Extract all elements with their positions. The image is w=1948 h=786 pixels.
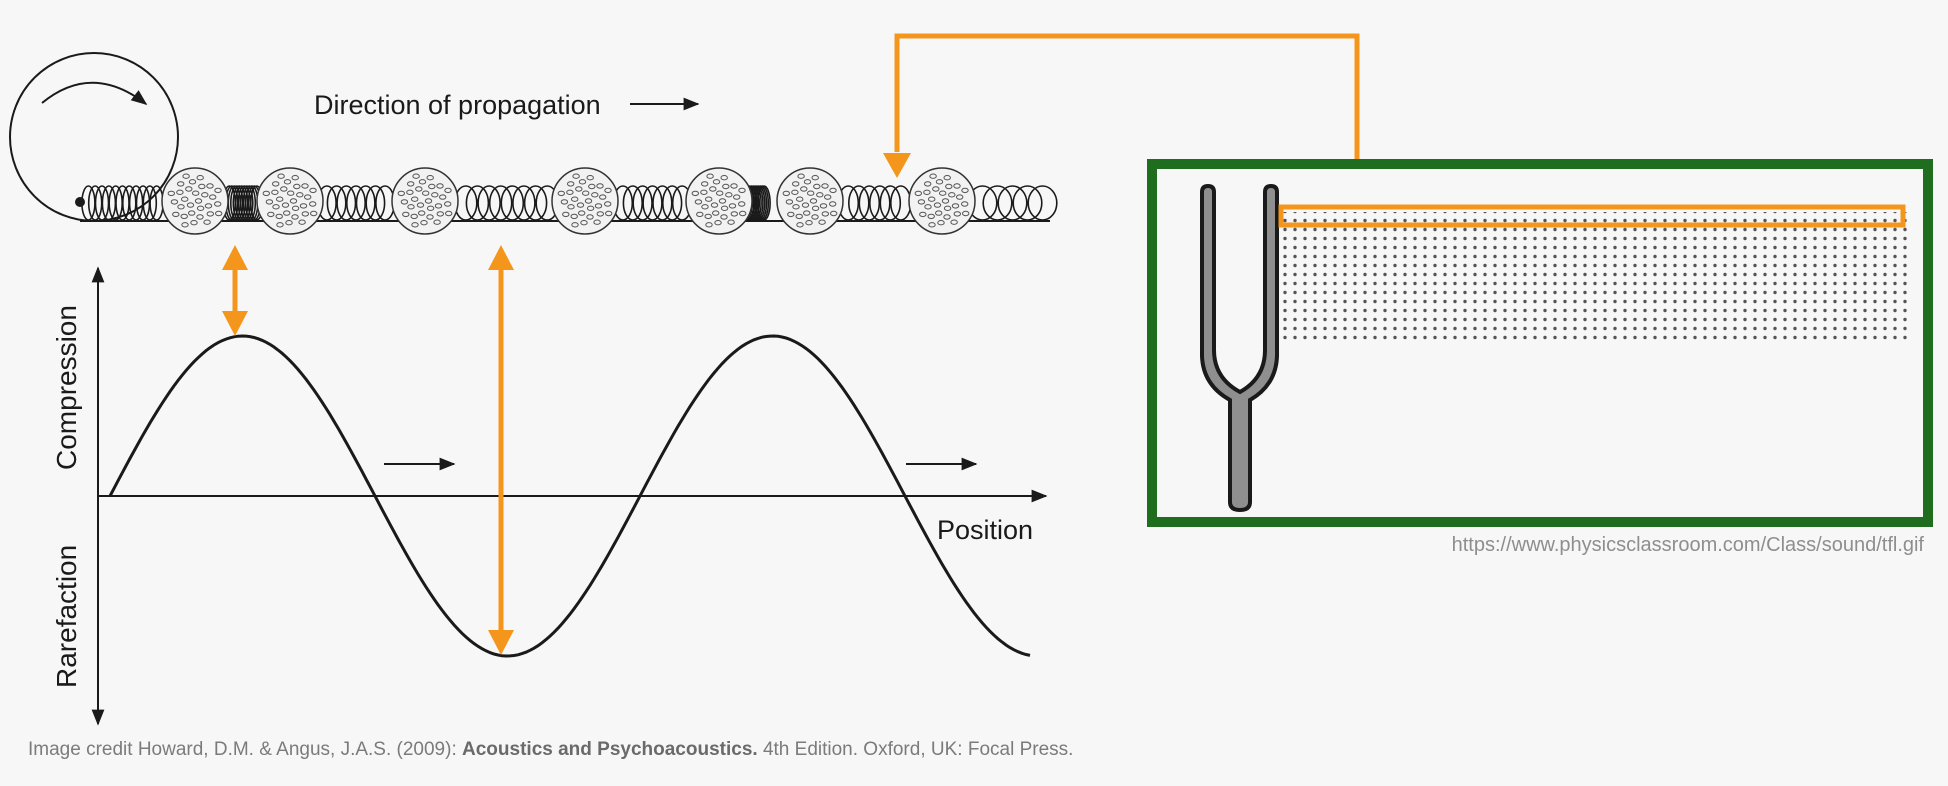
arrowhead-down: [222, 311, 248, 336]
spring-coil: [355, 185, 376, 221]
y-axis-compression-label: Compression: [51, 305, 82, 470]
spring-coil: [512, 185, 536, 221]
tuning-fork-icon: [1200, 183, 1279, 513]
spring-coil: [465, 185, 490, 221]
spring-coil: [1027, 185, 1058, 221]
mass-ball: [551, 167, 619, 235]
spring-coil: [242, 185, 257, 221]
spring-coil: [500, 185, 525, 221]
spring-coil: [523, 185, 548, 221]
mass-ball: [776, 167, 844, 235]
spring-coil: [632, 185, 653, 221]
spring-coil: [488, 185, 513, 221]
spring-coils: [81, 185, 1058, 221]
spring-coil: [326, 185, 347, 221]
credit-suffix: 4th Edition. Oxford, UK: Focal Press.: [757, 739, 1074, 760]
y-axis-rarefaction-label: Rarefaction: [51, 545, 82, 688]
spring-coil: [336, 185, 357, 221]
spring-coil: [142, 185, 158, 221]
pressure-wave-curve: [108, 334, 1031, 658]
spring-coil: [477, 185, 501, 221]
mass-balls: [161, 167, 976, 235]
x-axis-position-label: Position: [937, 515, 1033, 545]
arrowhead-up: [488, 245, 514, 270]
mass-ball: [391, 167, 459, 235]
spring-coil: [365, 185, 386, 221]
source-url[interactable]: https://www.physicsclassroom.com/Class/s…: [1451, 534, 1924, 556]
orange-highlight-arrows: [222, 33, 1371, 655]
spring-coil: [661, 185, 683, 221]
air-particle-field: [1283, 212, 1907, 342]
spring-coil: [997, 185, 1028, 221]
mass-ball: [685, 167, 753, 235]
mass-ball: [256, 167, 324, 235]
spring-coil: [345, 185, 366, 221]
spring-coil: [982, 185, 1013, 221]
spring-coil: [879, 185, 902, 221]
credit-prefix: Image credit Howard, D.M. & Angus, J.A.S…: [28, 739, 463, 760]
highlighted-particle-row: [1278, 204, 1906, 228]
arrowhead-down: [488, 630, 514, 655]
spring-coil: [858, 185, 881, 221]
direction-of-propagation-label: Direction of propagation: [314, 90, 601, 120]
spring-coil: [622, 185, 643, 221]
arrowhead-down: [883, 153, 911, 178]
spring-coil: [847, 185, 870, 221]
spring-coil: [642, 185, 663, 221]
arrowhead-up: [222, 245, 248, 270]
spring-coil: [868, 185, 891, 221]
image-credit: Image credit Howard, D.M. & Angus, J.A.S…: [28, 739, 1073, 761]
axes: [91, 266, 1048, 726]
tuning-fork-panel: [1147, 159, 1933, 527]
credit-book-title: Acoustics and Psychoacoustics.: [462, 739, 758, 760]
connector-line: [894, 33, 1360, 185]
spring-coil: [757, 185, 771, 221]
mass-ball: [161, 167, 229, 235]
spring-coil: [1012, 185, 1043, 221]
mass-ball: [908, 167, 976, 235]
spring-coil: [240, 185, 254, 221]
spring-coil: [652, 185, 673, 221]
